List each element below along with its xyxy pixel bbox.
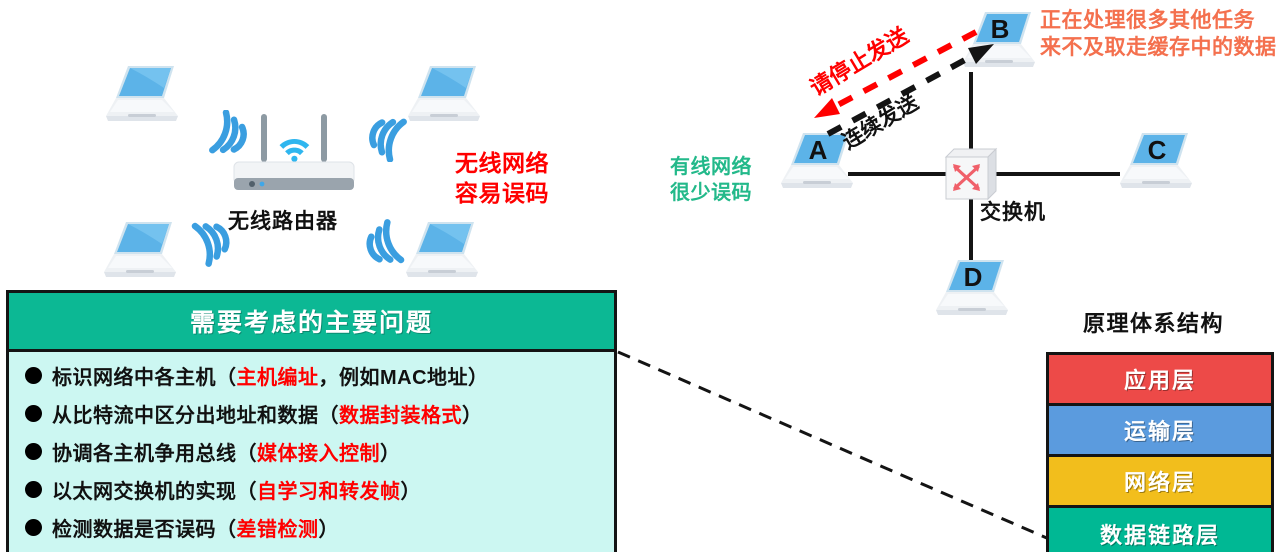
list-item-highlight: 差错检测 <box>236 519 319 541</box>
host-b-busy-note-line1: 正在处理很多其他任务 <box>1040 9 1255 32</box>
list-item-highlight: 媒体接入控制 <box>257 443 380 465</box>
bullet-icon <box>25 405 42 422</box>
laptop-icon <box>98 62 184 126</box>
wifi-signal-icon <box>184 218 236 270</box>
list-item: 标识网络中各主机（主机编址，例如MAC地址） <box>25 361 614 390</box>
wired-low-error-note-line2: 很少误码 <box>670 181 752 204</box>
laptop-host-d: D <box>928 256 1014 320</box>
list-item-text: 协调各主机争用总线（媒体接入控制） <box>52 437 401 466</box>
list-item-suffix: ） <box>462 405 483 427</box>
laptop-icon <box>96 218 182 282</box>
wifi-signal-icon <box>360 216 412 268</box>
wireless-router-label: 无线路由器 <box>228 210 338 233</box>
bullet-icon <box>25 367 42 384</box>
bullet-icon <box>25 519 42 536</box>
protocol-stack: 应用层 运输层 网络层 数据链路层 <box>1046 352 1274 552</box>
wired-low-error-note-line1: 有线网络 <box>670 156 752 178</box>
wireless-error-note: 无线网络 容易误码 <box>455 148 549 209</box>
list-item-text: 以太网交换机的实现（自学习和转发帧） <box>52 475 421 504</box>
laptop-host-c: C <box>1112 129 1198 193</box>
switch-icon <box>940 143 1002 205</box>
wireless-error-note-line2: 容易误码 <box>455 180 549 207</box>
list-item: 检测数据是否误码（差错检测） <box>25 513 614 542</box>
host-b-busy-note: 正在处理很多其他任务 来不及取走缓存中的数据 <box>1040 8 1277 62</box>
stack-layer-label: 数据链路层 <box>1099 522 1220 548</box>
list-item-prefix: 从比特流中区分出地址和数据（ <box>52 405 339 427</box>
list-item-suffix: ） <box>380 443 401 465</box>
wireless-network-group: 无线路由器 无线网络 容易误码 <box>0 0 620 290</box>
host-b-busy-note-line2: 来不及取走缓存中的数据 <box>1040 35 1277 59</box>
list-item: 从比特流中区分出地址和数据（数据封装格式） <box>25 399 614 428</box>
stack-layer-transport: 运输层 <box>1049 406 1271 457</box>
list-item-prefix: 协调各主机争用总线（ <box>52 443 257 465</box>
key-issues-panel: 需要考虑的主要问题 标识网络中各主机（主机编址，例如MAC地址） 从比特流中区分… <box>6 290 617 552</box>
stack-title: 原理体系结构 <box>1083 311 1225 336</box>
list-item-suffix: ，例如MAC地址） <box>318 367 489 389</box>
stack-layer-application: 应用层 <box>1049 355 1271 406</box>
stack-layer-label: 应用层 <box>1123 368 1196 393</box>
key-issues-panel-header: 需要考虑的主要问题 <box>9 293 614 352</box>
list-item-highlight: 主机编址 <box>236 367 319 389</box>
stack-layer-network: 网络层 <box>1049 457 1271 508</box>
wireless-router-icon <box>230 108 358 200</box>
list-item-prefix: 以太网交换机的实现（ <box>52 481 257 503</box>
link-line-b-switch <box>969 72 973 158</box>
list-item-suffix: ） <box>318 519 339 541</box>
link-line-a-switch <box>848 172 948 176</box>
stack-layer-label: 网络层 <box>1123 470 1196 495</box>
list-item-prefix: 检测数据是否误码（ <box>52 519 237 541</box>
list-item: 协调各主机争用总线（媒体接入控制） <box>25 437 614 466</box>
key-issues-list: 标识网络中各主机（主机编址，例如MAC地址） 从比特流中区分出地址和数据（数据封… <box>9 352 614 542</box>
list-item-text: 检测数据是否误码（差错检测） <box>52 513 339 542</box>
stack-layer-label: 运输层 <box>1123 419 1196 444</box>
laptop-icon <box>398 218 484 282</box>
laptop-icon <box>400 62 486 126</box>
stack-layer-datalink: 数据链路层 <box>1049 508 1271 552</box>
bullet-icon <box>25 481 42 498</box>
bullet-icon <box>25 443 42 460</box>
link-line-switch-c <box>994 172 1120 176</box>
laptop-host-a: A <box>773 129 859 193</box>
list-item-text: 标识网络中各主机（主机编址，例如MAC地址） <box>52 361 489 390</box>
list-item-suffix: ） <box>400 481 421 503</box>
flow-arrows <box>814 29 994 137</box>
list-item-highlight: 数据封装格式 <box>339 405 462 427</box>
wired-network-group: 交换机 B <box>640 0 1280 315</box>
list-item-prefix: 标识网络中各主机（ <box>52 367 237 389</box>
panel-title: 需要考虑的主要问题 <box>189 309 433 337</box>
link-line-switch-d <box>969 190 973 272</box>
list-item-highlight: 自学习和转发帧 <box>257 481 401 503</box>
wifi-signal-icon <box>200 110 252 162</box>
wired-low-error-note: 有线网络 很少误码 <box>670 155 752 206</box>
panel-to-stack-connector <box>617 350 1057 544</box>
list-item-text: 从比特流中区分出地址和数据（数据封装格式） <box>52 399 483 428</box>
wireless-error-note-line1: 无线网络 <box>455 150 549 176</box>
switch-label: 交换机 <box>980 201 1046 224</box>
list-item: 以太网交换机的实现（自学习和转发帧） <box>25 475 614 504</box>
wifi-signal-icon <box>364 110 416 162</box>
